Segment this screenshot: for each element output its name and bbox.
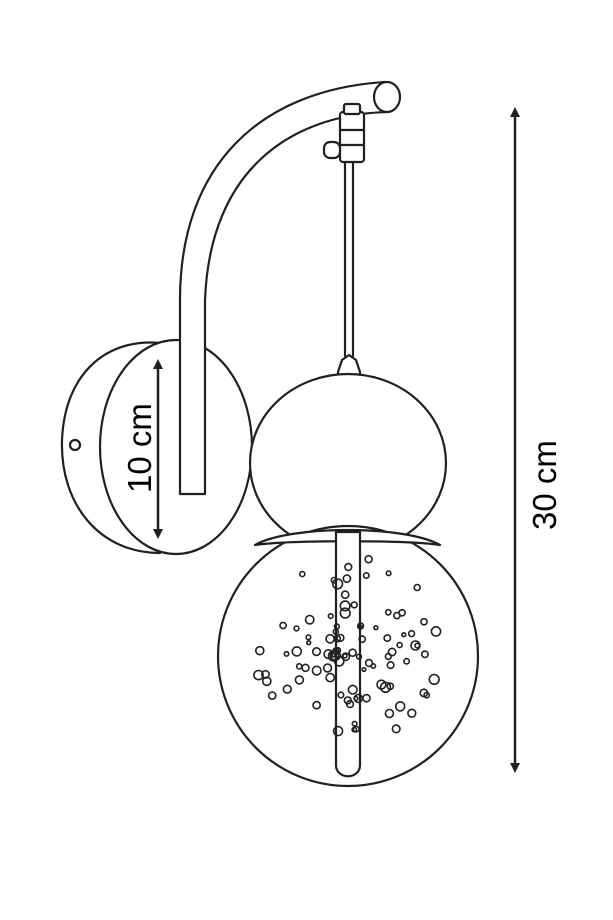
bubble xyxy=(396,641,403,649)
bubble xyxy=(413,583,422,592)
bubble xyxy=(358,635,367,644)
bubble xyxy=(386,660,395,670)
bubble xyxy=(301,663,310,673)
bubble xyxy=(362,571,370,579)
bubble xyxy=(350,601,358,609)
bubble xyxy=(293,625,300,632)
bubble xyxy=(364,554,373,564)
height-dimension-label: 30 cm xyxy=(526,440,563,530)
bubble xyxy=(329,649,341,661)
bubble xyxy=(267,691,277,700)
bubble xyxy=(353,695,359,702)
bubble xyxy=(364,658,374,668)
bubble xyxy=(337,691,345,699)
bubble xyxy=(385,570,392,577)
mounting-screw-hole xyxy=(68,438,82,452)
base-dimension-label: 10 cm xyxy=(121,403,158,493)
bracket-block xyxy=(338,110,366,164)
bubble xyxy=(403,657,411,665)
base-diameter-dimension: 10 cm xyxy=(121,359,163,539)
bubble xyxy=(355,653,363,660)
bubble xyxy=(340,590,350,600)
bubble xyxy=(407,708,417,718)
bubble xyxy=(306,639,312,646)
bubble xyxy=(342,574,352,583)
bubble xyxy=(386,682,395,691)
arm-end-cap xyxy=(372,80,402,114)
bubble xyxy=(333,655,345,667)
bubble xyxy=(333,623,341,630)
bubble xyxy=(361,666,367,673)
bubble xyxy=(356,622,365,630)
bubble xyxy=(311,646,322,657)
bubble xyxy=(347,684,358,695)
bubble xyxy=(384,608,392,616)
bubble xyxy=(373,624,379,631)
bubble xyxy=(254,645,265,656)
bracket-cap xyxy=(342,102,362,116)
bubble xyxy=(384,708,395,719)
bubble xyxy=(312,700,321,710)
bubble xyxy=(398,608,406,617)
bubble xyxy=(331,578,344,590)
bubble xyxy=(294,675,305,685)
bubble xyxy=(332,725,344,737)
bubble xyxy=(253,669,264,681)
bubble xyxy=(282,684,292,694)
bubble xyxy=(325,672,336,683)
bubble xyxy=(304,614,315,625)
bubble xyxy=(311,665,322,676)
bubble xyxy=(344,562,353,572)
bubble xyxy=(283,650,290,657)
bubble xyxy=(352,725,360,733)
bubble xyxy=(327,612,334,620)
adjustment-knob xyxy=(322,140,342,160)
bubble xyxy=(428,673,440,686)
bubble xyxy=(420,650,429,659)
glass-bubbles xyxy=(253,554,442,737)
bubble xyxy=(420,617,428,626)
base-back-rim xyxy=(60,341,162,555)
bubble xyxy=(336,633,345,643)
bubble xyxy=(383,634,392,643)
bubble xyxy=(339,607,351,619)
bubble xyxy=(407,629,416,638)
bubble xyxy=(305,634,312,641)
bubble xyxy=(394,701,406,712)
bubble xyxy=(370,662,377,669)
bubble xyxy=(342,653,348,659)
bubble xyxy=(298,570,306,578)
bubble xyxy=(323,648,334,660)
bubble xyxy=(391,724,401,734)
curved-arm xyxy=(178,80,402,496)
bubble xyxy=(330,576,338,584)
bubble xyxy=(341,652,351,662)
bubble xyxy=(322,663,333,673)
bubble xyxy=(348,648,357,658)
bubble xyxy=(401,631,407,638)
bubble xyxy=(261,676,272,687)
bubble xyxy=(414,642,421,649)
bubble xyxy=(279,621,287,630)
bubble xyxy=(339,600,351,612)
suspension-assembly xyxy=(322,102,366,392)
bubble xyxy=(291,646,303,657)
bubble xyxy=(376,679,387,690)
bubble xyxy=(423,691,431,699)
bubble xyxy=(343,696,352,705)
total-height-dimension: 30 cm xyxy=(510,107,563,773)
bubble xyxy=(325,633,335,644)
bubble xyxy=(387,647,397,657)
bubble xyxy=(430,626,442,637)
